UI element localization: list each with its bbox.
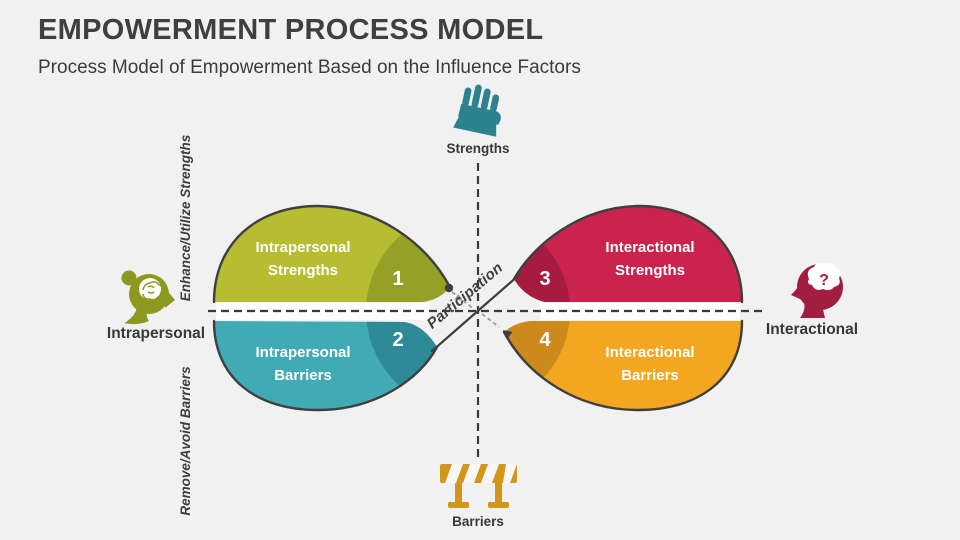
quadrant-2-number: 2 [392, 329, 404, 351]
participation-line [430, 273, 521, 353]
quadrant-3-number: 3 [539, 268, 551, 290]
quadrant-4-number: 4 [539, 329, 551, 351]
axis-label-intrapersonal: Intrapersonal [106, 325, 206, 342]
axis-label-interactional: Interactional [765, 321, 859, 338]
head-brain-icon [121, 270, 175, 325]
quadrant-2-wedge [366, 321, 437, 410]
flow-arrow-small [454, 293, 463, 301]
quadrant-2-outline [212, 319, 439, 412]
side-label-enhance-strengths: Enhance/Utilize Strengths [178, 134, 193, 302]
axis-label-barriers: Barriers [452, 514, 504, 529]
quadrant-4-outline [502, 319, 744, 412]
axis-label-strengths: Strengths [446, 141, 510, 156]
page-subtitle: Process Model of Empowerment Based on th… [38, 57, 581, 78]
fist-icon [453, 83, 501, 137]
side-label-remove-barriers: Remove/Avoid Barriers [178, 366, 193, 516]
flow-dot [444, 283, 454, 293]
quadrant-1-label: Intrapersonal Strengths [255, 239, 351, 279]
quadrant-3-shape [514, 206, 742, 302]
quadrant-3-label: Interactional Strengths [605, 239, 695, 279]
lobe-gap-left [216, 303, 430, 320]
quadrant-2-label: Intrapersonal Barriers [255, 344, 351, 384]
quadrant-3-outline [512, 204, 744, 304]
quadrant-4-label: Interactional Barriers [605, 344, 695, 384]
flow-arrowhead [503, 330, 513, 339]
quadrant-1-wedge [366, 211, 450, 302]
page-title: EMPOWERMENT PROCESS MODEL [38, 14, 544, 46]
flow-dash-upper [451, 291, 475, 310]
quadrant-1-outline [212, 204, 452, 304]
flow-dash-lower [481, 313, 500, 328]
head-question-icon: ? [791, 263, 843, 318]
question-mark-glyph: ? [819, 272, 829, 289]
quadrant-1-number: 1 [392, 268, 404, 290]
barrier-icon [440, 464, 517, 508]
